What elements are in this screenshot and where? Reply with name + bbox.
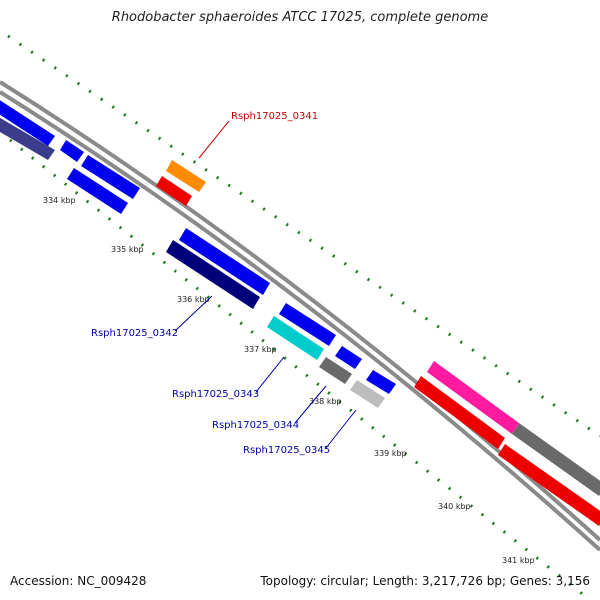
map-title: Rhodobacter sphaeroides ATCC 17025, comp…: [111, 10, 489, 25]
gene-blue-small-3: [366, 370, 396, 394]
gene-blue-lower: [67, 168, 128, 214]
callout-line-0341: [198, 120, 230, 159]
gene-navy-0342: [166, 240, 260, 309]
tick-338: 338 kbp: [309, 397, 342, 406]
callout-line-0345: [325, 409, 357, 449]
tick-335: 335 kbp: [111, 245, 144, 254]
gene-blue-top-left: [0, 100, 55, 146]
genome-summary-label: Topology: circular; Length: 3,217,726 bp…: [260, 574, 590, 588]
gene-blue-small-1: [60, 140, 84, 162]
gene-red-long-1: [414, 376, 505, 449]
gene-red-0341: [156, 176, 192, 206]
gene-orange-0341: [166, 160, 206, 192]
gene-blue-0340: [81, 155, 140, 199]
gene-gray-0344: [319, 357, 352, 384]
accession-label: Accession: NC_009428: [10, 574, 147, 588]
tick-340: 340 kbp: [438, 502, 471, 511]
gene-blue-small-2: [335, 346, 362, 369]
callout-line-0343: [255, 356, 285, 393]
gene-blue-mid: [279, 303, 336, 346]
tick-336: 336 kbp: [177, 295, 210, 304]
gene-label-0342: Rsph17025_0342: [91, 328, 178, 339]
gene-label-0344: Rsph17025_0344: [212, 420, 299, 431]
gene-red-long-2: [498, 444, 600, 526]
backbone-inner: [0, 90, 600, 552]
callout-line-0344: [294, 385, 327, 424]
gene-slate-left: [0, 117, 55, 160]
gene-lightgray-0345: [350, 380, 385, 408]
gene-label-0341: Rsph17025_0341: [231, 111, 318, 122]
gene-cyan-0343: [267, 316, 324, 360]
gene-magenta: [427, 361, 519, 434]
gene-gray-long: [512, 423, 600, 496]
gc-dot-track-inner: [9, 138, 591, 600]
tick-339: 339 kbp: [374, 449, 407, 458]
tick-337: 337 kbp: [244, 345, 277, 354]
gene-label-0343: Rsph17025_0343: [172, 389, 259, 400]
gene-label-0345: Rsph17025_0345: [243, 445, 330, 456]
gc-dot-track-outer: [7, 34, 600, 438]
gene-blue-0342: [179, 228, 270, 295]
callout-line-0342: [174, 295, 213, 332]
tick-341: 341 kbp: [502, 556, 535, 565]
tick-334: 334 kbp: [43, 196, 76, 205]
